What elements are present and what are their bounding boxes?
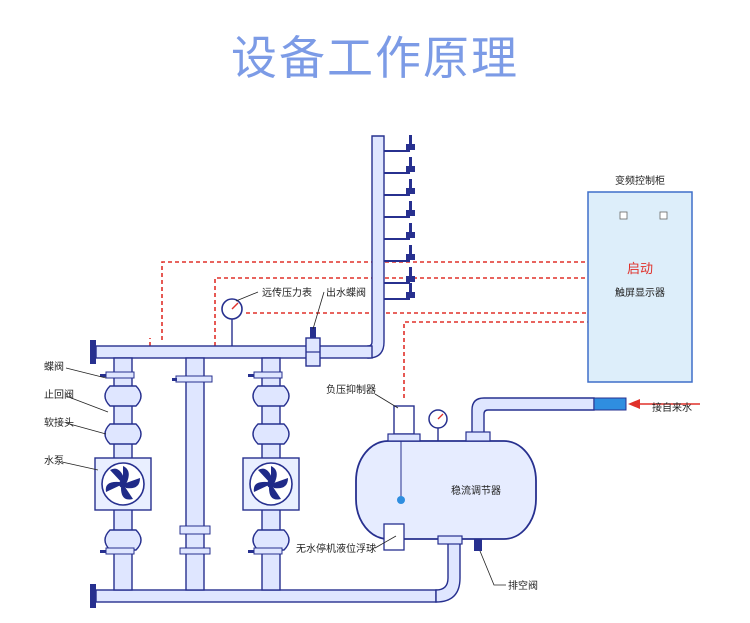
- pump-column-1: [94, 357, 152, 591]
- bypass-column: [172, 357, 213, 591]
- stabilizer-label: 稳流调节器: [451, 484, 501, 497]
- riser-valves: [384, 135, 415, 300]
- riser-pipe: [367, 135, 415, 359]
- tap-water-inlet: [593, 397, 627, 411]
- pump-2-impeller: [253, 466, 288, 500]
- negative-pressure-label: 负压抑制器: [326, 383, 376, 396]
- touch-screen-label: 触屏显示器: [615, 286, 665, 299]
- check-valve-label: 止回阀: [44, 388, 74, 401]
- signal-lines: [149, 261, 588, 398]
- control-cabinet-label: 变频控制柜: [615, 174, 665, 187]
- float-ball-label: 无水停机液位浮球: [296, 542, 376, 555]
- pump-1-impeller: [105, 466, 140, 500]
- page-title: 设备工作原理: [231, 31, 519, 85]
- drain-valve-label: 排空阀: [508, 579, 538, 592]
- butterfly-valve-label: 蝶阀: [44, 360, 64, 373]
- header-pipe: [90, 298, 373, 367]
- tap-water-arrow: [628, 399, 700, 409]
- stabilizer-tank: [355, 397, 627, 551]
- start-label: 启动: [627, 262, 653, 277]
- pump-label: 水泵: [44, 455, 64, 467]
- outlet-valve-label: 出水蝶阀: [326, 286, 366, 299]
- flex-joint-label: 软接头: [44, 416, 74, 429]
- tap-water-label: 接自来水: [652, 401, 692, 414]
- leader-lines: [61, 291, 506, 586]
- remote-gauge-label: 远传压力表: [262, 286, 312, 299]
- control-cabinet: 变频控制柜 启动 触屏显示器: [587, 174, 693, 383]
- pump-column-2: [242, 357, 300, 591]
